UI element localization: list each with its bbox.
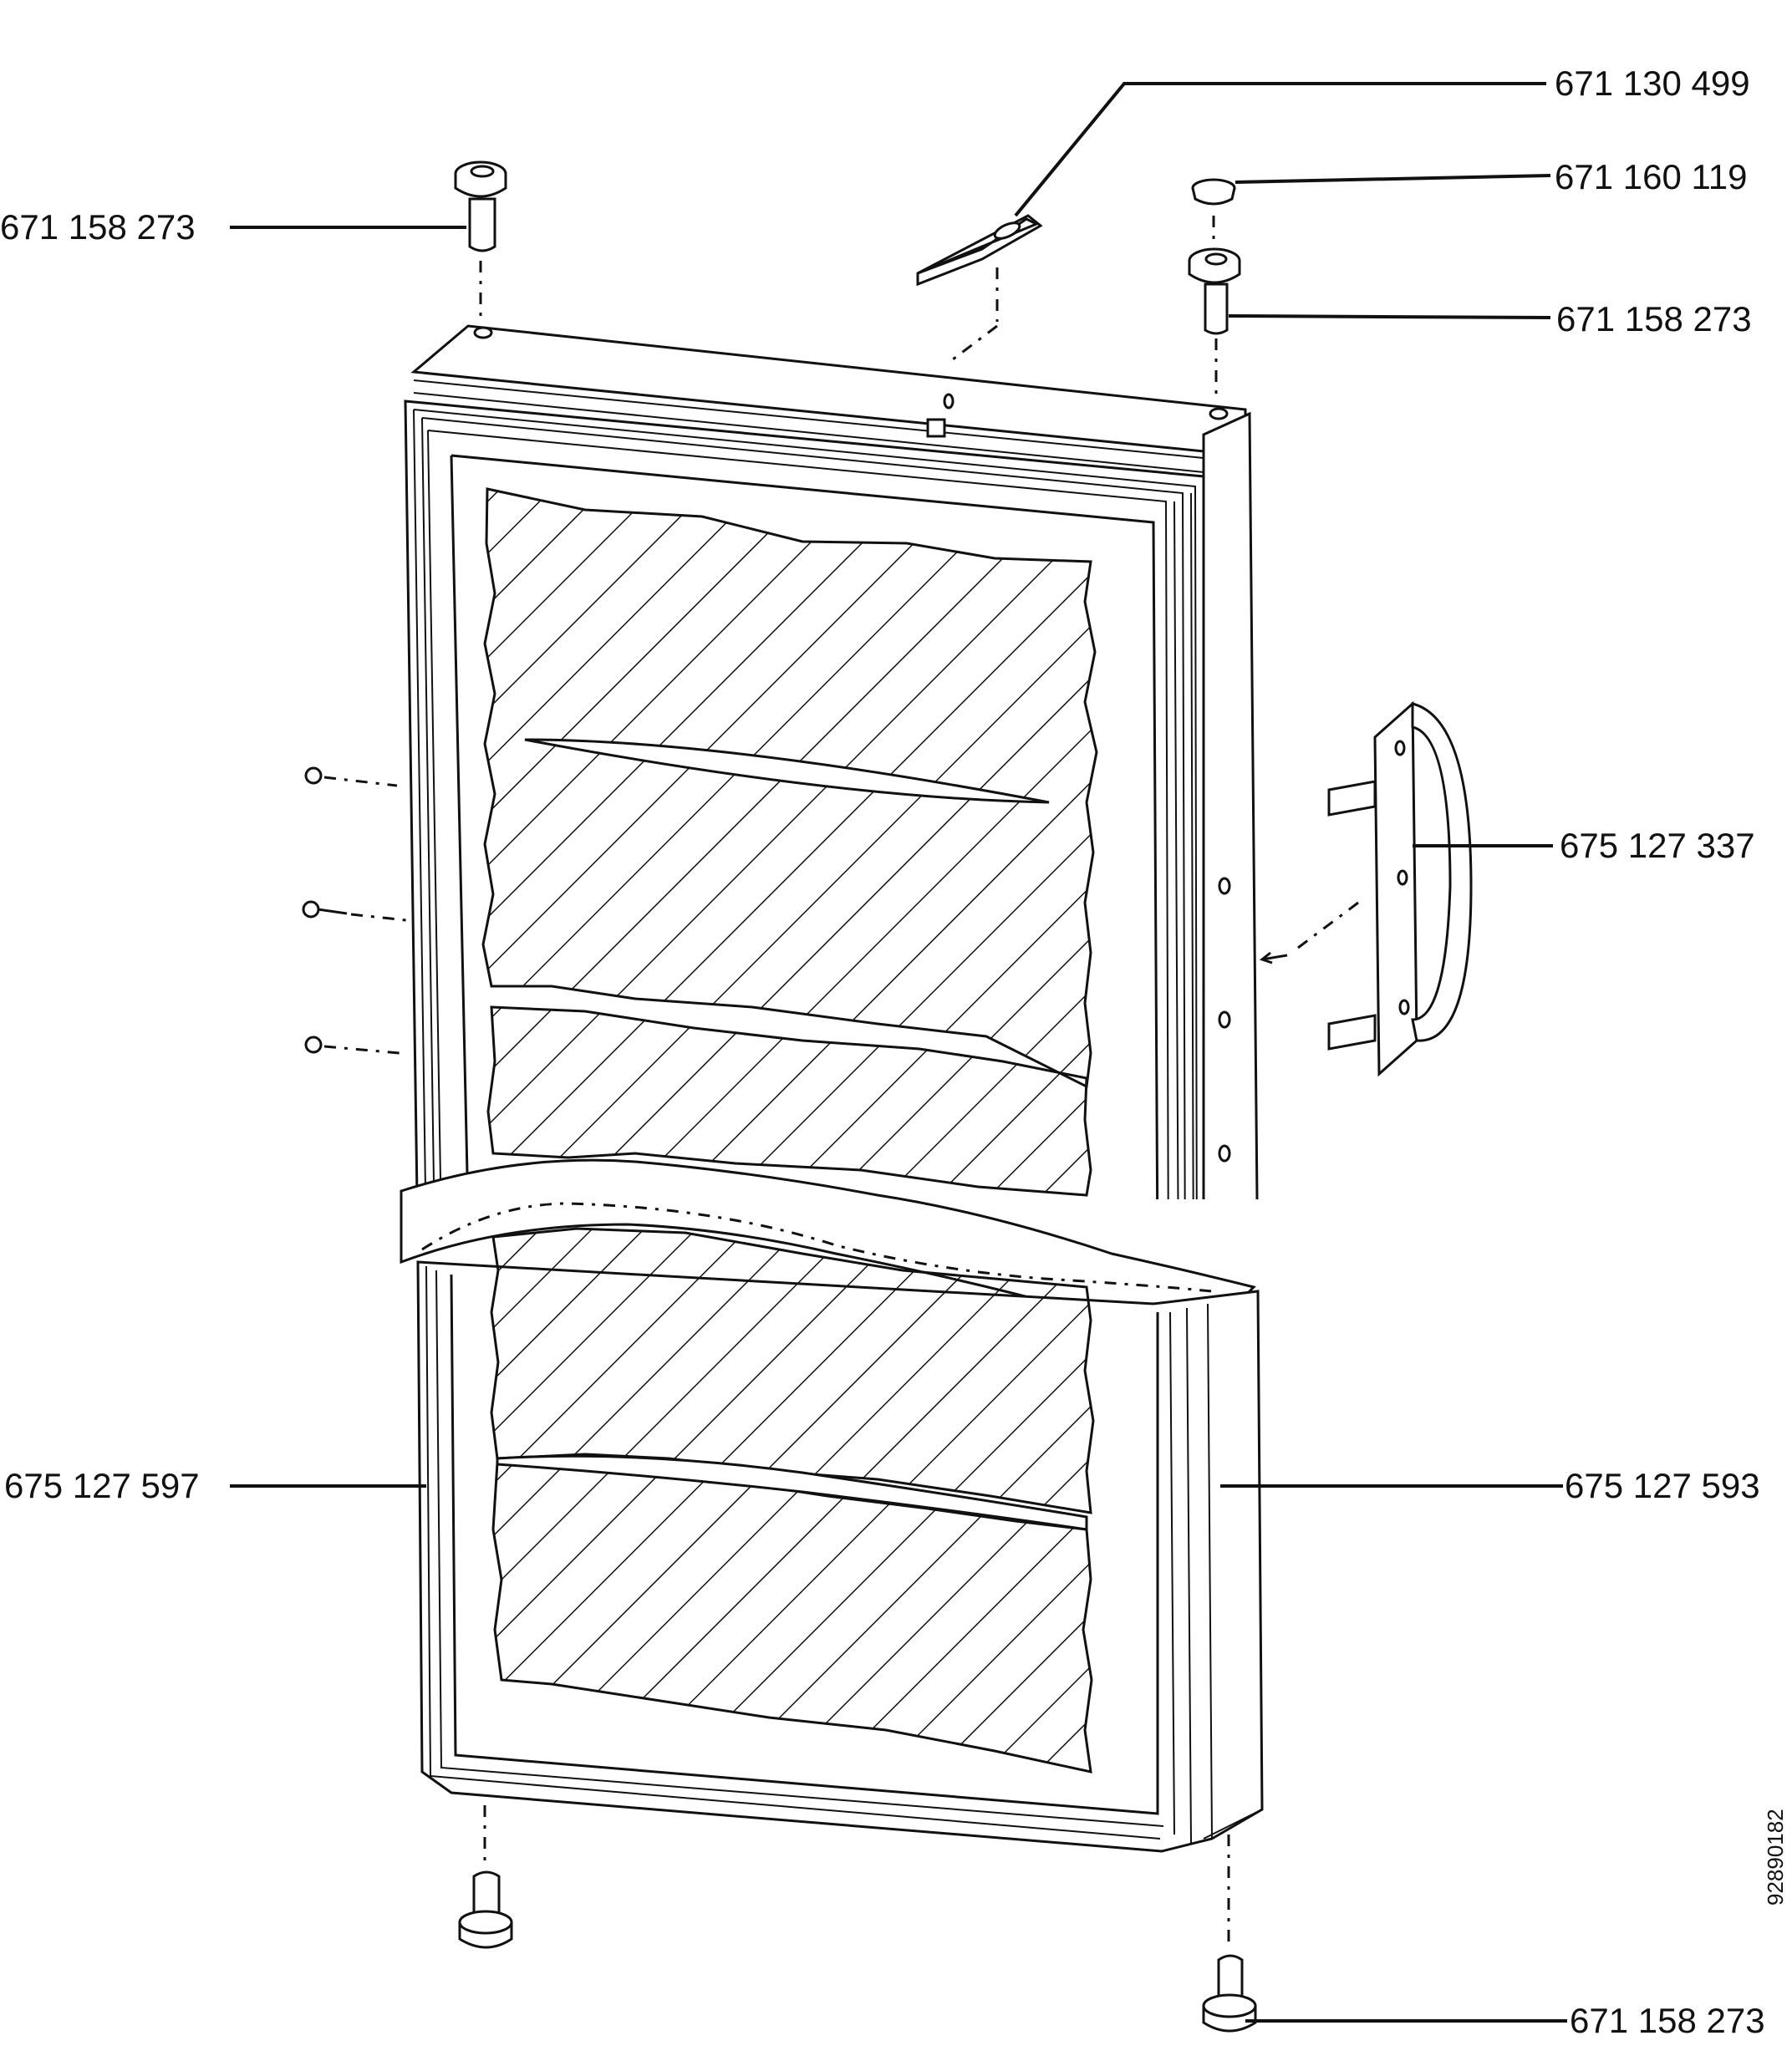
- label-hinge-pin-top-left: 671 158 273: [0, 207, 196, 247]
- hinge-pin-top-left: [454, 160, 507, 322]
- top-holes: [473, 326, 1229, 420]
- hinge-pin-bottom-right: [1202, 1835, 1257, 2033]
- reference-number: 92890182: [1763, 1809, 1788, 1906]
- label-hinge-pin-top-right: 671 158 273: [1556, 299, 1752, 338]
- insulation-panel-upper: [481, 487, 1098, 1089]
- screw-3: [304, 1036, 400, 1055]
- insulation-panel-middle: [486, 1005, 1092, 1197]
- label-bracket: 671 130 499: [1555, 64, 1750, 103]
- door-handle: [1259, 700, 1473, 1077]
- screw-2: [302, 900, 415, 923]
- cutaway-band: [400, 1158, 1256, 1311]
- hinge-pin-bottom-left: [458, 1805, 513, 1949]
- insulation-panel-lower: [490, 1227, 1095, 1774]
- label-cap: 671 160 119: [1555, 157, 1747, 196]
- screws-left: [302, 766, 415, 1055]
- hinge-pin-top-right: [1188, 247, 1241, 397]
- bracket-top: [916, 214, 1043, 361]
- label-door: 675 127 593: [1565, 1466, 1760, 1505]
- screw-1: [304, 766, 398, 787]
- handle-mount-holes: [1218, 877, 1231, 1163]
- label-gasket: 675 127 597: [4, 1466, 200, 1505]
- leader-lines: [230, 82, 1567, 2023]
- cap-top-right: [1191, 178, 1236, 242]
- label-hinge-pin-bottom: 671 158 273: [1570, 2001, 1765, 2040]
- label-handle: 675 127 337: [1560, 826, 1755, 865]
